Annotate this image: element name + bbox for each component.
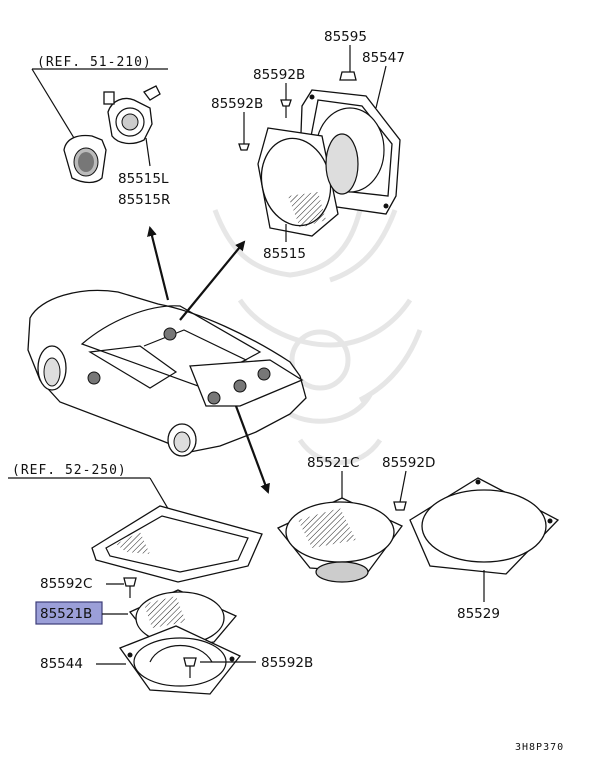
label-85592D[interactable]: 85592D bbox=[382, 455, 435, 471]
gasket-85529-group: 85529 bbox=[409, 477, 560, 622]
car-body-outline bbox=[27, 226, 307, 494]
speaker-85515-group: 85595 85547 85592B 85592B 85515 bbox=[211, 29, 405, 262]
car-roof-window bbox=[80, 305, 262, 387]
highlight-box-85521B[interactable] bbox=[35, 601, 103, 625]
label-85595[interactable]: 85595 bbox=[324, 29, 367, 45]
label-85515L[interactable]: 85515L bbox=[118, 171, 169, 187]
label-85544[interactable]: 85544 bbox=[40, 656, 83, 672]
screw-85595[interactable] bbox=[339, 71, 357, 81]
label-85547[interactable]: 85547 bbox=[362, 50, 405, 66]
ref-label-upper[interactable]: (REF. 51-210) bbox=[37, 55, 152, 70]
ref-52-250-group: (REF. 52-250) bbox=[8, 463, 263, 583]
arrow-to-tweeter bbox=[147, 226, 170, 301]
car-body bbox=[27, 289, 307, 453]
diagram-code: 3H8P370 bbox=[515, 742, 564, 753]
screw-85592B-left[interactable] bbox=[238, 143, 250, 151]
label-85592C[interactable]: 85592C bbox=[40, 576, 92, 592]
screw-85592B-bottom[interactable] bbox=[183, 657, 197, 667]
speaker-85521C-group: 85521C 85592D bbox=[276, 455, 435, 583]
speaker-85521B-group: 85592C 85521B 85544 85592B bbox=[35, 576, 313, 695]
label-85592B-bottom[interactable]: 85592B bbox=[261, 655, 313, 671]
label-85515R[interactable]: 85515R bbox=[118, 192, 170, 208]
ref-51-210-group: (REF. 51-210) 85515L 85515R bbox=[31, 55, 170, 208]
screw-85592B-top[interactable] bbox=[280, 99, 292, 107]
screw-85592C[interactable] bbox=[123, 577, 137, 587]
screw-85592D[interactable] bbox=[393, 501, 407, 511]
label-85592B-top[interactable]: 85592B bbox=[253, 67, 305, 83]
label-85521C[interactable]: 85521C bbox=[307, 455, 359, 471]
ref-label-lower[interactable]: (REF. 52-250) bbox=[12, 463, 127, 478]
label-85521B[interactable]: 85521B bbox=[40, 606, 92, 622]
rear-grille-panel[interactable] bbox=[91, 505, 263, 583]
label-85529[interactable]: 85529 bbox=[457, 606, 500, 622]
arrow-to-rear-speaker bbox=[234, 405, 270, 494]
arrow-to-main-speaker bbox=[179, 240, 246, 321]
label-85515[interactable]: 85515 bbox=[263, 246, 306, 262]
label-85592B-left[interactable]: 85592B bbox=[211, 96, 263, 112]
